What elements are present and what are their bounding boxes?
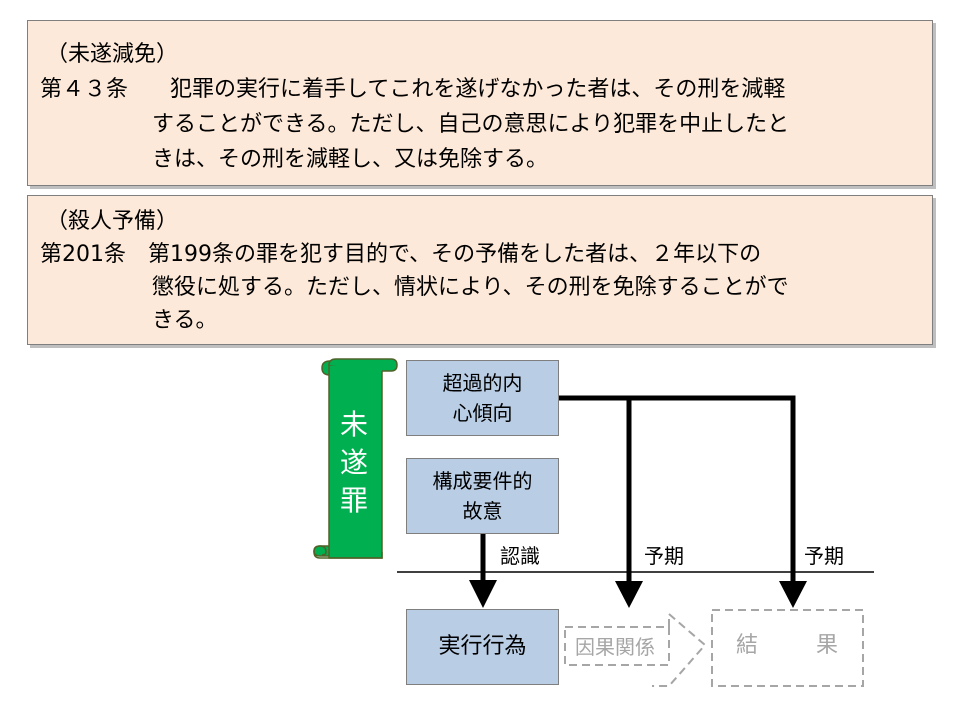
result-box bbox=[711, 609, 864, 687]
article-43-heading: （未遂減免） bbox=[46, 42, 179, 67]
result-char-1: 結 bbox=[736, 633, 759, 658]
foresight-label-2: 予期 bbox=[804, 544, 844, 568]
constituent-intent-line-2: 故意 bbox=[462, 499, 503, 523]
article-43-line-1: 犯罪の実行に着手してこれを遂げなかった者は、その刑を減軽 bbox=[170, 77, 786, 102]
arrow-to-causation bbox=[615, 581, 643, 608]
act-of-execution-label: 実行行為 bbox=[438, 634, 527, 659]
result-char-2: 果 bbox=[816, 633, 839, 658]
constituent-intent-box: 構成要件的 故意 bbox=[406, 458, 559, 534]
act-of-execution-box: 実行行為 bbox=[406, 609, 559, 685]
article-201-heading: （殺人予備） bbox=[46, 209, 179, 234]
constituent-intent-line-1: 構成要件的 bbox=[432, 469, 533, 493]
article-201-line-2: 懲役に処する。ただし、情状により、その刑を免除することがで bbox=[152, 275, 789, 300]
article-201-number: 第201条 bbox=[40, 242, 126, 267]
recognition-label: 認識 bbox=[500, 544, 540, 568]
scroll-char-1: 未 bbox=[339, 408, 368, 441]
article-201-line-3: きる。 bbox=[152, 308, 218, 333]
intention-connector bbox=[559, 395, 796, 585]
excess-intention-line-2: 心傾向 bbox=[452, 401, 513, 425]
article-43-line-3: きは、その刑を減軽し、又は免除する。 bbox=[152, 147, 549, 172]
scroll-char-3: 罪 bbox=[339, 484, 368, 517]
attempt-scroll bbox=[313, 358, 398, 559]
excess-intention-box: 超過的内 心傾向 bbox=[406, 360, 559, 436]
causation-label: 因果関係 bbox=[575, 635, 655, 659]
causation-box bbox=[564, 626, 670, 666]
scroll-label: 未 遂 罪 bbox=[334, 406, 374, 520]
excess-intention-line-1: 超過的内 bbox=[442, 371, 523, 395]
arrow-to-result bbox=[779, 581, 807, 608]
foresight-label-1: 予期 bbox=[644, 544, 684, 568]
article-43-panel: （未遂減免） 第４３条 犯罪の実行に着手してこれを遂げなかった者は、その刑を減軽… bbox=[27, 20, 933, 186]
arrow-to-act bbox=[469, 580, 497, 608]
article-43-number: 第４３条 bbox=[40, 77, 129, 102]
scroll-char-2: 遂 bbox=[339, 446, 368, 479]
causation-arrow bbox=[652, 611, 707, 687]
article-201-panel: （殺人予備） 第201条 第199条の罪を犯す目的で、その予備をした者は、２年以… bbox=[27, 195, 933, 345]
article-201-line-1: 第199条の罪を犯す目的で、その予備をした者は、２年以下の bbox=[148, 242, 762, 267]
article-43-line-2: することができる。ただし、自己の意思により犯罪を中止したと bbox=[152, 112, 790, 137]
